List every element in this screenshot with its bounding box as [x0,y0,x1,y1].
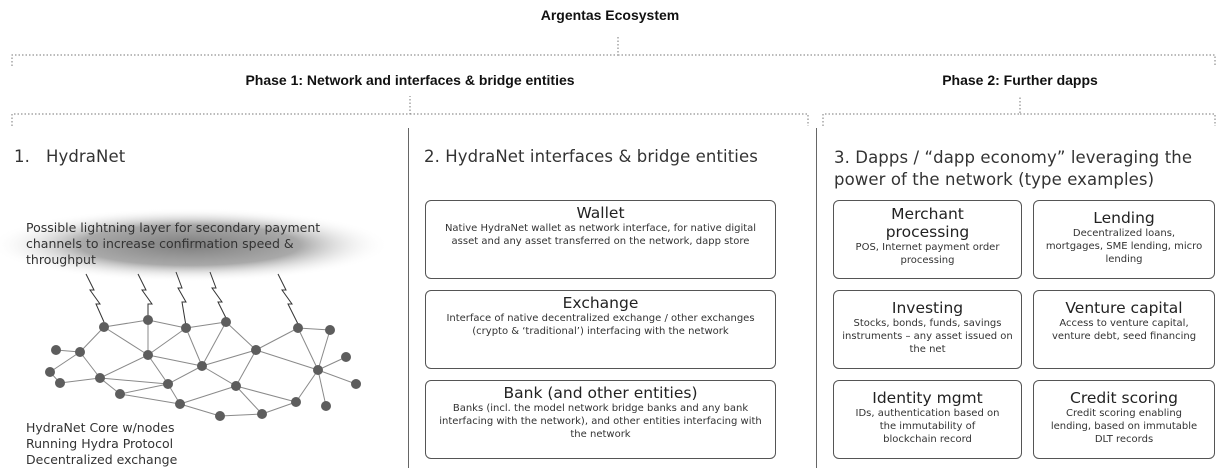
box-description: Stocks, bonds, funds, savings instrument… [842,318,1013,355]
network-node [143,315,153,325]
box-description: Interface of native decentralized exchan… [446,313,755,337]
wallet-box: Wallet Native HydraNet wallet as network… [425,200,776,279]
network-node [45,367,55,377]
lightning-bolt [137,273,153,320]
phase1-title: Phase 1: Network and interfaces & bridge… [245,72,575,88]
box-description: Credit scoring enabling lending, based o… [1050,408,1198,445]
dapps-title: 3. Dapps / “dapp economy” leveraging the… [834,147,1192,191]
lightning-bolt [209,271,227,319]
box-title: Investing [891,299,964,317]
exchange-box: Exchange Interface of native decentraliz… [425,290,776,369]
network-node [341,352,351,362]
box-title: Lending [1093,209,1155,227]
box-title: Bank (and other entities) [503,384,698,402]
box-title: processing [885,223,970,241]
core-line: Decentralized exchange [26,452,178,467]
identity-mgmt-box: Identity mgmt IDs, authentication based … [833,380,1022,459]
box-title: Merchant [891,205,964,223]
box-title: Venture capital [1065,299,1183,317]
dapps-title-line: power of the network (type examples) [834,170,1155,189]
hydranet-title: 1. HydraNet [14,147,126,166]
network-node [51,345,61,355]
merchant-processing-box: Merchant processing POS, Internet paymen… [833,200,1022,279]
lightning-layer-note: Possible lightning layer for secondary p… [26,220,321,267]
network-node [95,373,105,383]
network-node [257,409,267,419]
box-description: Banks (incl. the model network bridge ba… [439,403,762,440]
network-node [143,350,153,360]
network-node [75,347,85,357]
network-node [221,317,231,327]
box-title: Wallet [576,204,625,222]
network-node [313,365,323,375]
bank-box: Bank (and other entities) Banks (incl. t… [425,380,776,459]
lightning-bolt [175,271,187,327]
lightning-bolt [85,273,105,323]
box-title: Credit scoring [1070,389,1178,407]
network-node [293,323,303,333]
network-node [325,325,335,335]
network-node [231,381,241,391]
hydranet-network-graphic [0,208,390,421]
network-node [181,323,191,333]
network-node [163,379,173,389]
credit-scoring-box: Credit scoring Credit scoring enabling l… [1033,380,1215,459]
lightning-bolt [277,273,299,325]
network-node [351,379,361,389]
network-node [291,397,301,407]
dapps-title-line: 3. Dapps / “dapp economy” leveraging the [834,148,1193,167]
network-node [197,361,207,371]
divider-col2-col3 [816,128,817,468]
venture-capital-box: Venture capital Access to venture capita… [1033,290,1215,369]
network-node [175,399,185,409]
hydranet-core-note: HydraNet Core w/nodes Running Hydra Prot… [26,420,226,468]
investing-box: Investing Stocks, bonds, funds, savings … [833,290,1022,369]
network-node [115,389,125,399]
box-description: IDs, authentication based on the immutab… [855,408,1000,445]
network-node [55,378,65,388]
box-title: Exchange [562,294,639,312]
box-description: Access to venture capital, venture debt,… [1051,318,1197,342]
core-line: Running Hydra Protocol [26,436,174,451]
phase2-title: Phase 2: Further dapps [942,72,1098,88]
network-node [321,401,331,411]
interfaces-title: 2. HydraNet interfaces & bridge entities [424,147,758,166]
box-description: POS, Internet payment order processing [855,242,1000,266]
box-title: Identity mgmt [872,389,983,407]
network-node [251,345,261,355]
network-node [215,411,225,421]
divider-col1-col2 [408,128,409,468]
ecosystem-title: Argentas Ecosystem [540,7,680,23]
network-node [99,322,109,332]
box-description: Decentralized loans, mortgages, SME lend… [1045,228,1203,265]
box-description: Native HydraNet wallet as network interf… [444,223,757,247]
lightning-cloud [0,208,390,282]
core-line: HydraNet Core w/nodes [26,420,175,435]
lending-box: Lending Decentralized loans, mortgages, … [1033,200,1215,279]
